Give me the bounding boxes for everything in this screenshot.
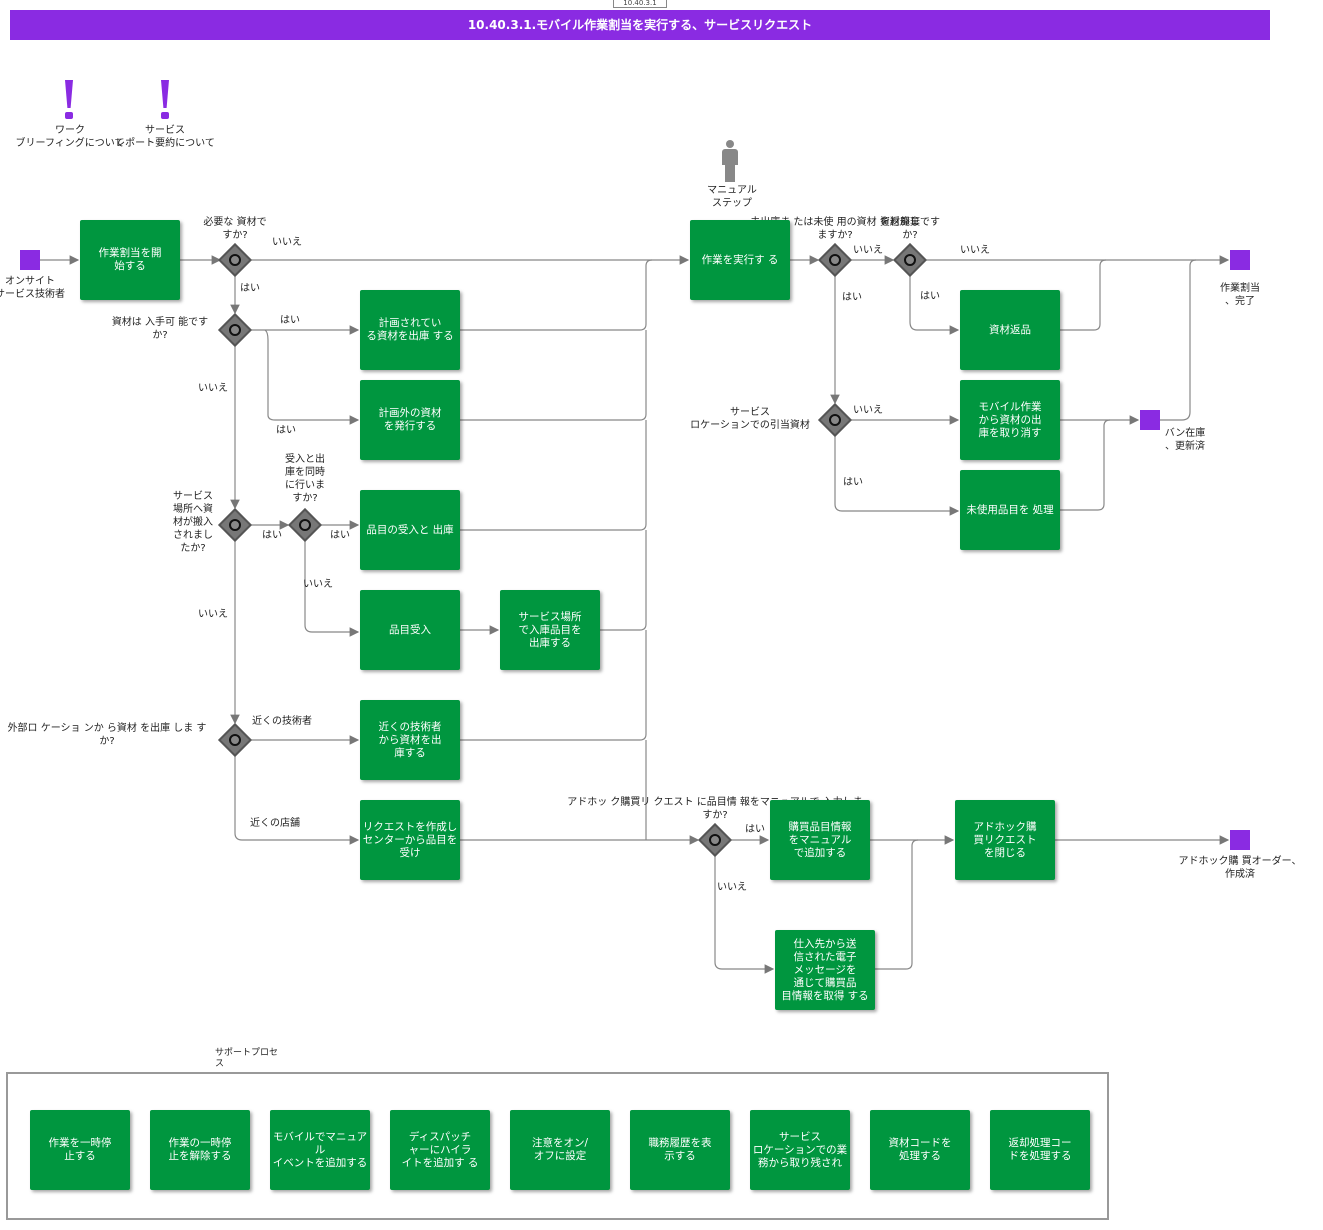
flow-label-yes: はい [745, 824, 765, 835]
task-issue-planned[interactable]: 計画されてい る資材を出庫 する [360, 290, 460, 370]
gateway-materials-scrap-label: 資材廃棄です か? [880, 217, 940, 241]
task-create-request-store[interactable]: リクエストを作成し センターから品目を受け [360, 800, 460, 880]
support-process-label: サポートプロセ ス [215, 1048, 279, 1069]
support-task-resume-work[interactable]: 作業の一時停 止を解除する [150, 1110, 250, 1190]
gateway-materials-available-label: 資材は 入手可 能です か? [111, 317, 209, 341]
support-task-pause-work[interactable]: 作業を一時停 止する [30, 1110, 130, 1190]
manual-step-label: マニュアル ステップ [707, 185, 757, 209]
flow-label-no: いいえ [853, 245, 883, 256]
gateway-delivered-to-site-label: サービス 場所へ資 材が搬入 されまし たか? [173, 491, 213, 554]
support-task-toggle-attention[interactable]: 注意をオン/ オフに設定 [510, 1110, 610, 1190]
end-event-complete[interactable] [1230, 250, 1250, 270]
task-start-assignment[interactable]: 作業割当を開 始する [80, 220, 180, 300]
flow-van-to-end [1160, 259, 1197, 421]
task-issue-unplanned[interactable]: 計画外の資材 を発行する [360, 380, 460, 460]
task-issue-received-site[interactable]: サービス場所 で入庫品目を 出庫する [500, 590, 600, 670]
flow-label-yes: はい [920, 291, 940, 302]
flow-unused-to-van [1060, 419, 1111, 511]
note-work-briefing: ワーク ブリーフィングについて [15, 125, 125, 149]
end-event-adhoc-po-label: アドホック購 買オーダー、 作成済 [1178, 856, 1302, 880]
start-event[interactable] [20, 250, 40, 270]
flow-gw4-no [304, 539, 360, 637]
flow-label-no: いいえ [198, 609, 228, 620]
flow-label-yes: はい [842, 292, 862, 303]
flow-merge-planned [460, 259, 653, 331]
flow-label-yes: はい [330, 530, 350, 541]
task-perform-work[interactable]: 作業を実行す る [690, 220, 790, 300]
flow-merge-site-issue [600, 530, 647, 631]
flow-return-merge [1060, 259, 1107, 331]
support-task-add-highlight[interactable]: ディスパッチ ャーにハイラ イトを追加す る [390, 1110, 490, 1190]
task-issue-from-nearby-tech[interactable]: 近くの技術者 から資材を出 庫する [360, 700, 460, 780]
task-receive-and-issue-item[interactable]: 品目の受入と 出庫 [360, 490, 460, 570]
note-service-report: サービス レポート要約について [115, 125, 215, 149]
flow-vendor-to-close [875, 839, 919, 970]
flow-label-yes: はい [276, 425, 296, 436]
support-task-show-job-history[interactable]: 職務履歴を表 示する [630, 1110, 730, 1190]
flow-gw2-yes2 [264, 329, 360, 425]
page-title: 10.40.3.1.モバイル作業割当を実行する、サービスリクエスト [10, 10, 1270, 40]
flow-gw8-yes [834, 434, 960, 516]
task-get-vendor-info[interactable]: 仕入先から送 信された電子 メッセージを 通じて購買品 目情報を取得 する [775, 930, 875, 1010]
support-process-group [6, 1072, 1109, 1220]
flow-merge-nearby [460, 630, 647, 741]
flow-label-no: いいえ [960, 245, 990, 256]
support-task-material-code[interactable]: 資材コードを 処理する [870, 1110, 970, 1190]
person-icon [719, 140, 741, 182]
flow-label-no: いいえ [198, 383, 228, 394]
task-add-purchase-manual[interactable]: 購買品目情報 をマニュアル で追加する [770, 800, 870, 880]
flow-label-no: いいえ [272, 237, 302, 248]
flow-gw7-yes [909, 274, 960, 335]
flow-gw9-no [714, 854, 775, 974]
support-task-add-manual-event[interactable]: モバイルでマニュアル イベントを追加する [270, 1110, 370, 1190]
flow-label-nearby-store: 近くの店舗 [250, 818, 300, 829]
task-close-adhoc-request[interactable]: アドホック購 買リクエスト を閉じる [955, 800, 1055, 880]
support-task-left-behind[interactable]: サービス ロケーションでの業務から取り残され [750, 1110, 850, 1190]
flow-label-yes: はい [240, 283, 260, 294]
flow-label-no: いいえ [853, 405, 883, 416]
flow-merge-recv-issue [460, 420, 647, 531]
start-event-label: オンサイト サービス技術者 [0, 276, 65, 300]
gateway-reserved-materials-label: サービス ロケーションでの引当資材 [690, 407, 810, 431]
event-van-stock-label: バン在庫 、更新済 [1164, 428, 1206, 452]
flow-label-nearby-tech: 近くの技術者 [252, 716, 312, 727]
task-cancel-mobile-issue[interactable]: モバイル作業 から資材の出 庫を取り消す [960, 380, 1060, 460]
gateway-receive-and-issue-label: 受入と出 庫を同時 に行いま すか? [285, 454, 325, 504]
flow-label-no: いいえ [303, 579, 333, 590]
top-tab[interactable]: 10.40.3.1 [613, 0, 667, 8]
flow-label-no: いいえ [717, 882, 747, 893]
flow-label-yes: はい [843, 477, 863, 488]
end-event-adhoc-po[interactable] [1230, 830, 1250, 850]
end-event-complete-label: 作業割当 、完了 [1220, 283, 1260, 307]
exclamation-icon[interactable] [62, 80, 76, 120]
event-van-stock[interactable] [1140, 410, 1160, 430]
task-return-materials[interactable]: 資材返品 [960, 290, 1060, 370]
flow-label-yes: はい [280, 315, 300, 326]
gateway-materials-needed-label: 必要な 資材で すか? [203, 217, 267, 241]
gateway-external-location-label: 外部ロ ケーショ ンか ら資材 を出庫 しま す か? [7, 723, 207, 747]
task-process-unused[interactable]: 未使用品目を 処理 [960, 470, 1060, 550]
flow-merge-unplanned [460, 330, 647, 421]
flow-label-yes: はい [262, 530, 282, 541]
exclamation-icon[interactable] [158, 80, 172, 120]
support-task-return-code[interactable]: 返却処理コー ドを処理する [990, 1110, 1090, 1190]
task-receive-item[interactable]: 品目受入 [360, 590, 460, 670]
flow-gw5-store [234, 754, 360, 845]
